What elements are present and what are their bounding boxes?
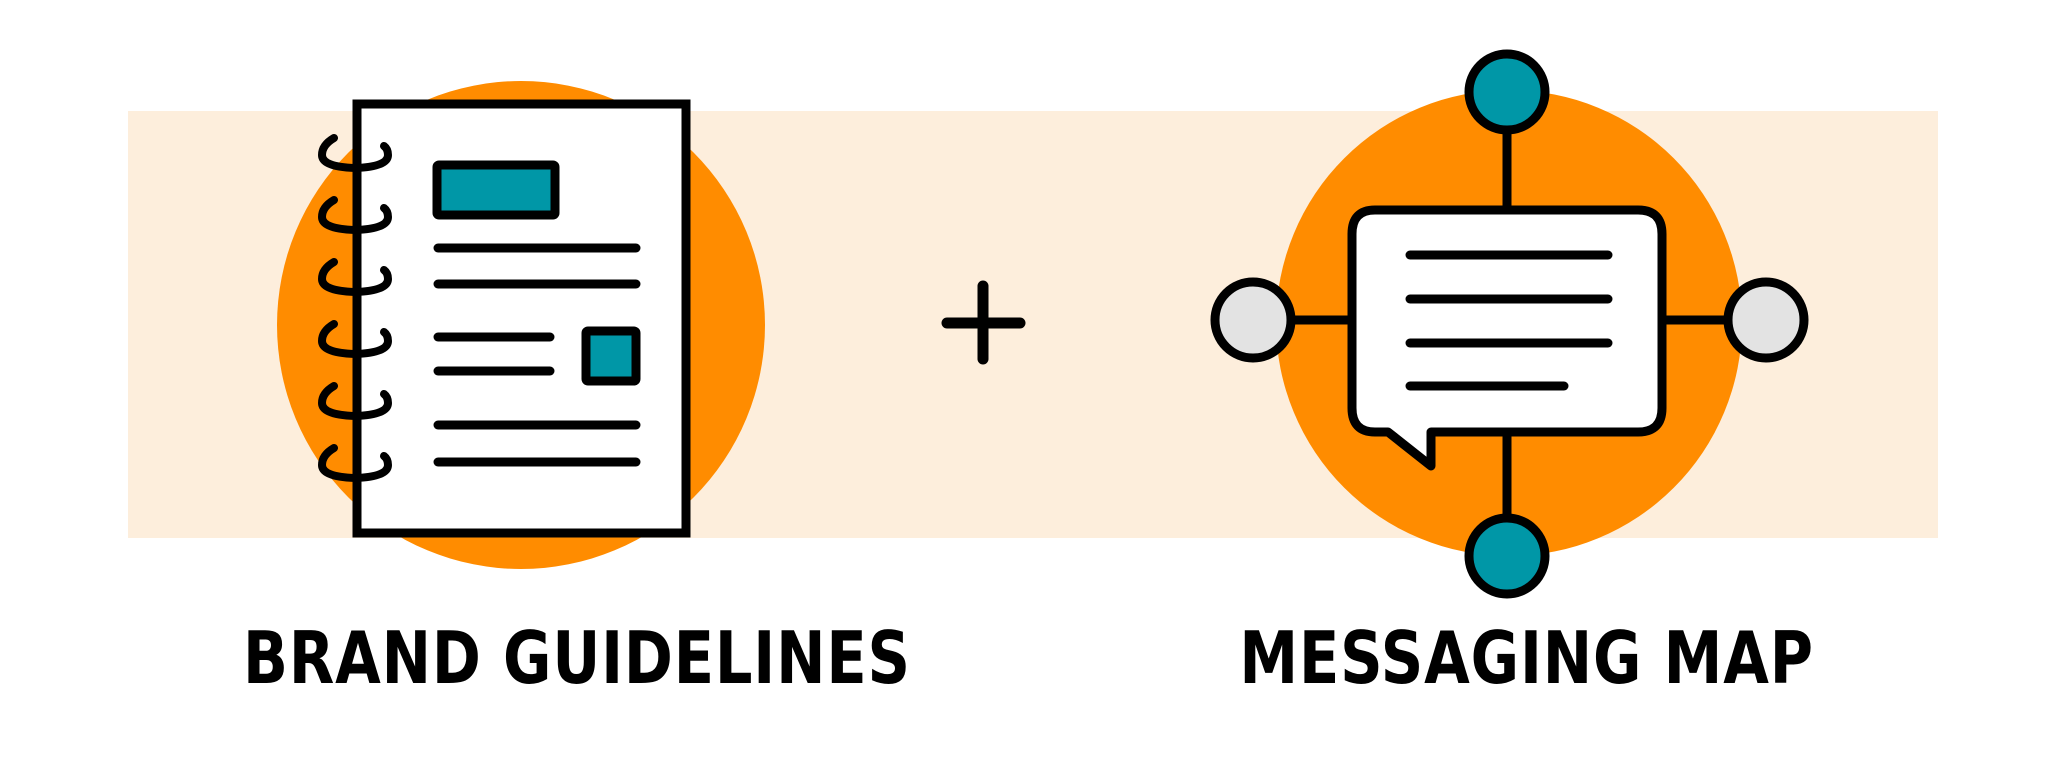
messaging-map-label: MESSAGING MAP — [1239, 616, 1814, 700]
message-network-icon — [1210, 49, 1809, 599]
bottom-node-teal — [1464, 513, 1550, 599]
teal-square-block — [581, 326, 641, 386]
bubble-text-lines — [1405, 250, 1613, 391]
page-text-lines — [433, 243, 641, 467]
top-node-teal — [1464, 49, 1550, 135]
spiral-rings — [317, 134, 393, 483]
brand-guidelines-label: BRAND GUIDELINES — [243, 616, 911, 700]
right-node-gray — [1723, 277, 1809, 363]
network-connectors — [1293, 126, 1726, 520]
teal-header-block — [432, 160, 560, 220]
speech-bubble — [1347, 205, 1667, 471]
spiral-notebook-icon — [277, 81, 765, 569]
plus-icon — [941, 280, 1026, 365]
left-node-gray — [1210, 277, 1296, 363]
